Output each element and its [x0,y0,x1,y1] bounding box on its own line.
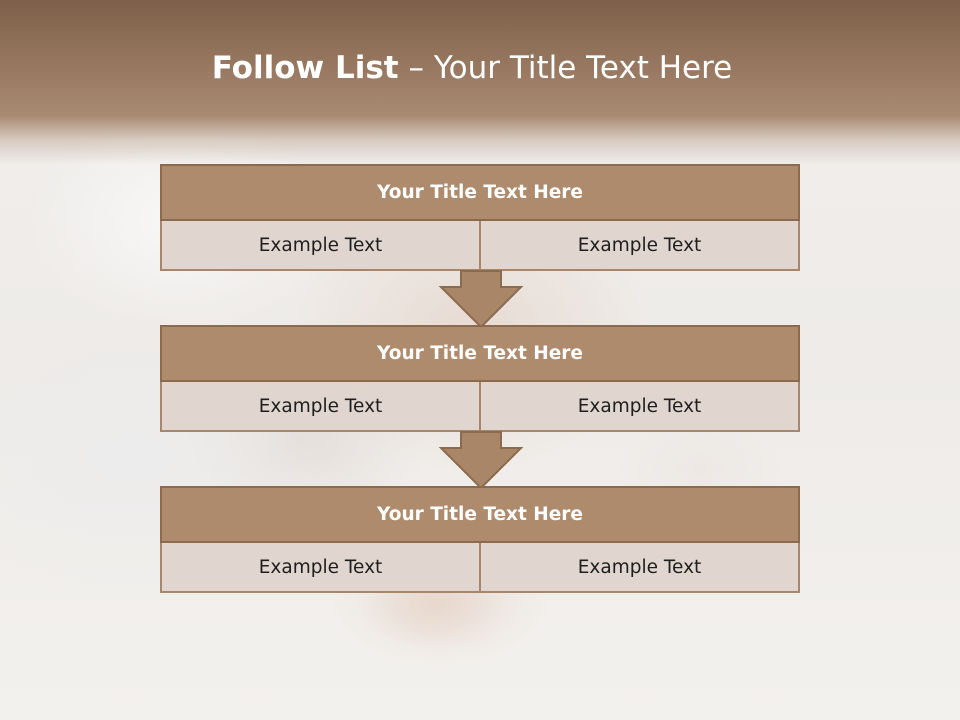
block-heading: Your Title Text Here [160,486,800,543]
block-row: Example Text Example Text [160,221,800,271]
block-cell-left: Example Text [160,221,481,271]
list-block-2: Your Title Text Here Example Text Exampl… [160,325,800,432]
block-heading: Your Title Text Here [160,325,800,382]
list-block-3: Your Title Text Here Example Text Exampl… [160,486,800,593]
down-arrow-icon [438,270,524,329]
block-cell-right: Example Text [481,221,800,271]
block-row: Example Text Example Text [160,382,800,432]
down-arrow-icon [438,431,524,490]
block-cell-left: Example Text [160,382,481,432]
block-cell-right: Example Text [481,382,800,432]
block-cell-right: Example Text [481,543,800,593]
block-heading: Your Title Text Here [160,164,800,221]
header-band [0,0,960,165]
title-rest-part: – Your Title Text Here [398,50,733,86]
slide-title: Follow List – Your Title Text Here [0,50,944,86]
block-cell-left: Example Text [160,543,481,593]
title-bold-part: Follow List [211,50,399,86]
list-block-1: Your Title Text Here Example Text Exampl… [160,164,800,271]
block-row: Example Text Example Text [160,543,800,593]
